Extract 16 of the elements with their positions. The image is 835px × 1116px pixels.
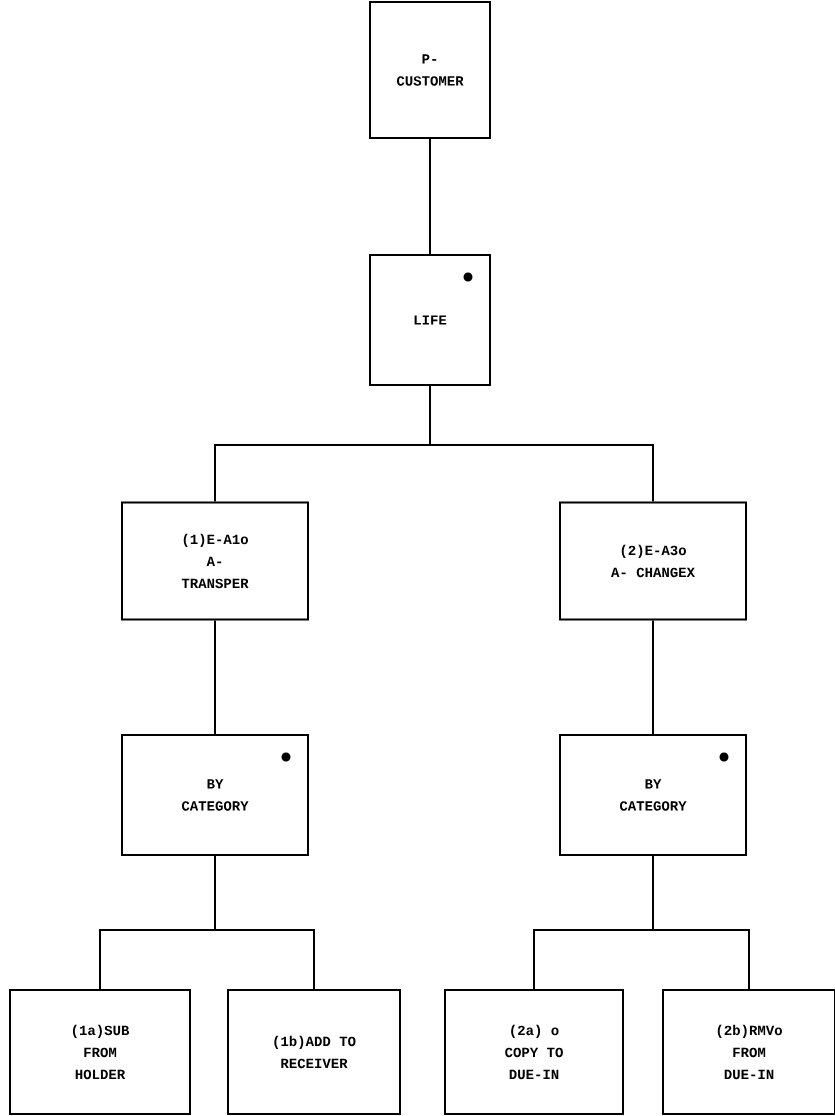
process-box: (2a) o COPY TO DUE-IN bbox=[444, 989, 624, 1115]
connector-line bbox=[214, 855, 315, 990]
connector-line bbox=[429, 385, 654, 503]
process-box: P- CUSTOMER bbox=[369, 1, 491, 139]
connector-line bbox=[429, 138, 431, 255]
process-box: (1)E-A1o A- TRANSPER bbox=[121, 501, 309, 621]
process-box: (1a)SUB FROM HOLDER bbox=[9, 989, 191, 1115]
process-box: (2)E-A3o A- CHANGEX bbox=[559, 501, 747, 621]
process-box: BY CATEGORY bbox=[121, 734, 309, 856]
connector-line bbox=[652, 619, 654, 735]
connector-line bbox=[214, 619, 216, 735]
process-box: BY CATEGORY bbox=[559, 734, 747, 856]
process-box: LIFE bbox=[369, 254, 491, 386]
process-box: (2b)RMVo FROM DUE-IN bbox=[662, 989, 835, 1115]
connector-line bbox=[652, 855, 750, 990]
process-box: (1b)ADD TO RECEIVER bbox=[227, 989, 401, 1115]
